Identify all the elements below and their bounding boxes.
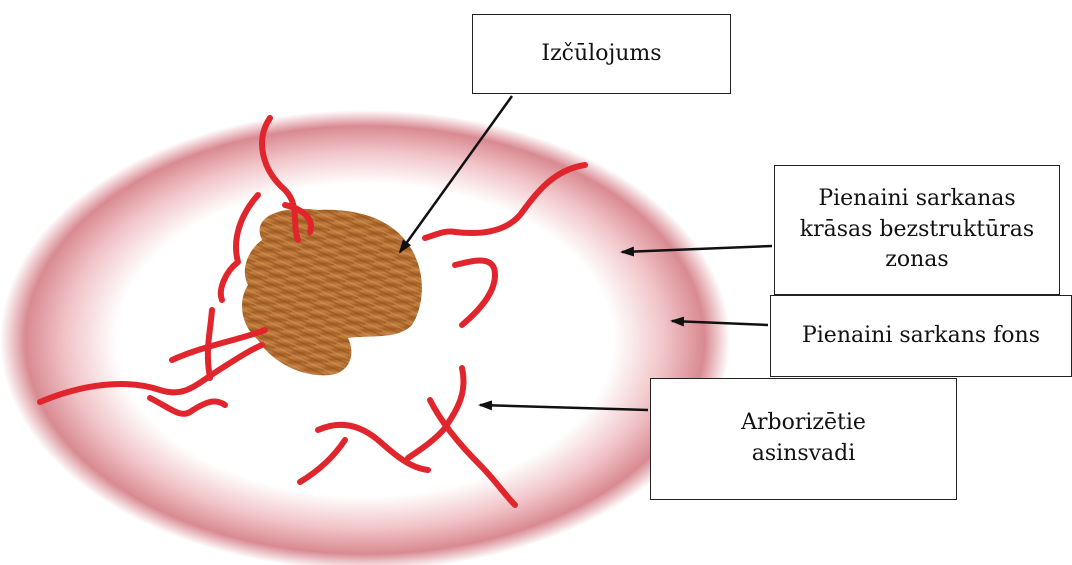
structureless-zones-label: Pienaini sarkanas krāsas bezstruktūras z… [800,184,1034,276]
milky-red-background-label-box: Pienaini sarkans fons [770,295,1072,377]
arborizing-vessels-label-box: Arborizētie asinsvadi [650,378,957,500]
milky-red-background-label: Pienaini sarkans fons [802,322,1040,351]
lesion-label: Izčūlojums [541,40,661,69]
lesion-label-box: Izčūlojums [472,14,731,94]
structureless-zones-label-box: Pienaini sarkanas krāsas bezstruktūras z… [774,165,1060,295]
milky-red-background [0,110,730,565]
arborizing-vessels-label: Arborizētie asinsvadi [741,408,866,470]
